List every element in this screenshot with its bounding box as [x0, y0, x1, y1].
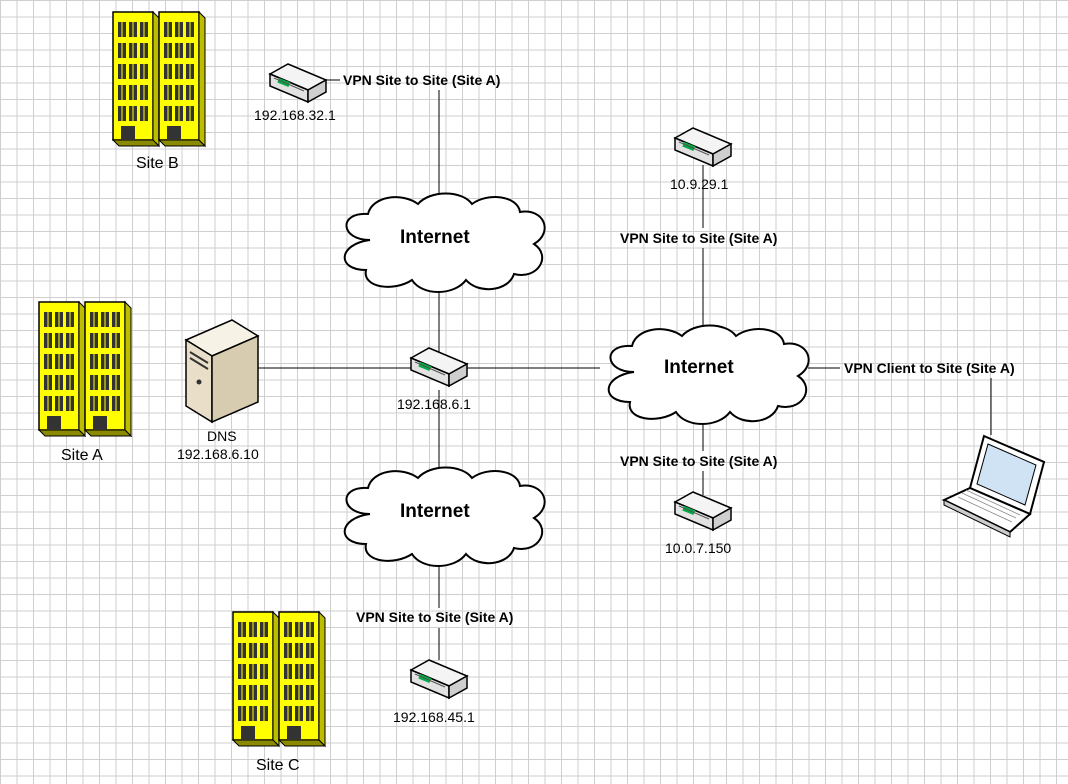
dns-name-label: DNS [207, 428, 237, 444]
site-b-label: Site B [136, 155, 179, 172]
dns-ip-label: 192.168.6.10 [177, 446, 259, 462]
cloud-lower-label: Internet [400, 501, 470, 522]
cloud-middle-label: Internet [664, 357, 734, 378]
vpn-site-c-label: VPN Site to Site (Site A) [356, 609, 514, 625]
dns-server-icon [184, 319, 260, 424]
site-c-building-icon [233, 612, 325, 746]
router-site-a-icon [410, 347, 468, 387]
router-top-right-ip: 10.9.29.1 [670, 176, 729, 192]
router-site-b-icon [269, 63, 327, 103]
vpn-site-b-label: VPN Site to Site (Site A) [343, 72, 501, 88]
site-b-building-icon [113, 12, 205, 146]
cloud-upper-label: Internet [400, 227, 470, 248]
router-site-a-ip: 192.168.6.1 [397, 396, 471, 412]
vpn-top-right-label: VPN Site to Site (Site A) [620, 230, 778, 246]
site-a-label: Site A [61, 447, 103, 464]
router-site-c-ip: 192.168.45.1 [393, 709, 475, 725]
router-site-c-icon [410, 659, 468, 699]
router-bottom-right-ip: 10.0.7.150 [665, 540, 732, 556]
site-c-label: Site C [256, 757, 300, 774]
router-site-b-ip: 192.168.32.1 [254, 107, 336, 123]
site-a-building-icon [39, 302, 131, 436]
router-bottom-right-icon [674, 491, 732, 531]
vpn-client-label: VPN Client to Site (Site A) [844, 360, 1015, 376]
vpn-bottom-right-label: VPN Site to Site (Site A) [620, 453, 778, 469]
laptop-icon [941, 434, 1046, 538]
router-top-right-icon [674, 127, 732, 167]
